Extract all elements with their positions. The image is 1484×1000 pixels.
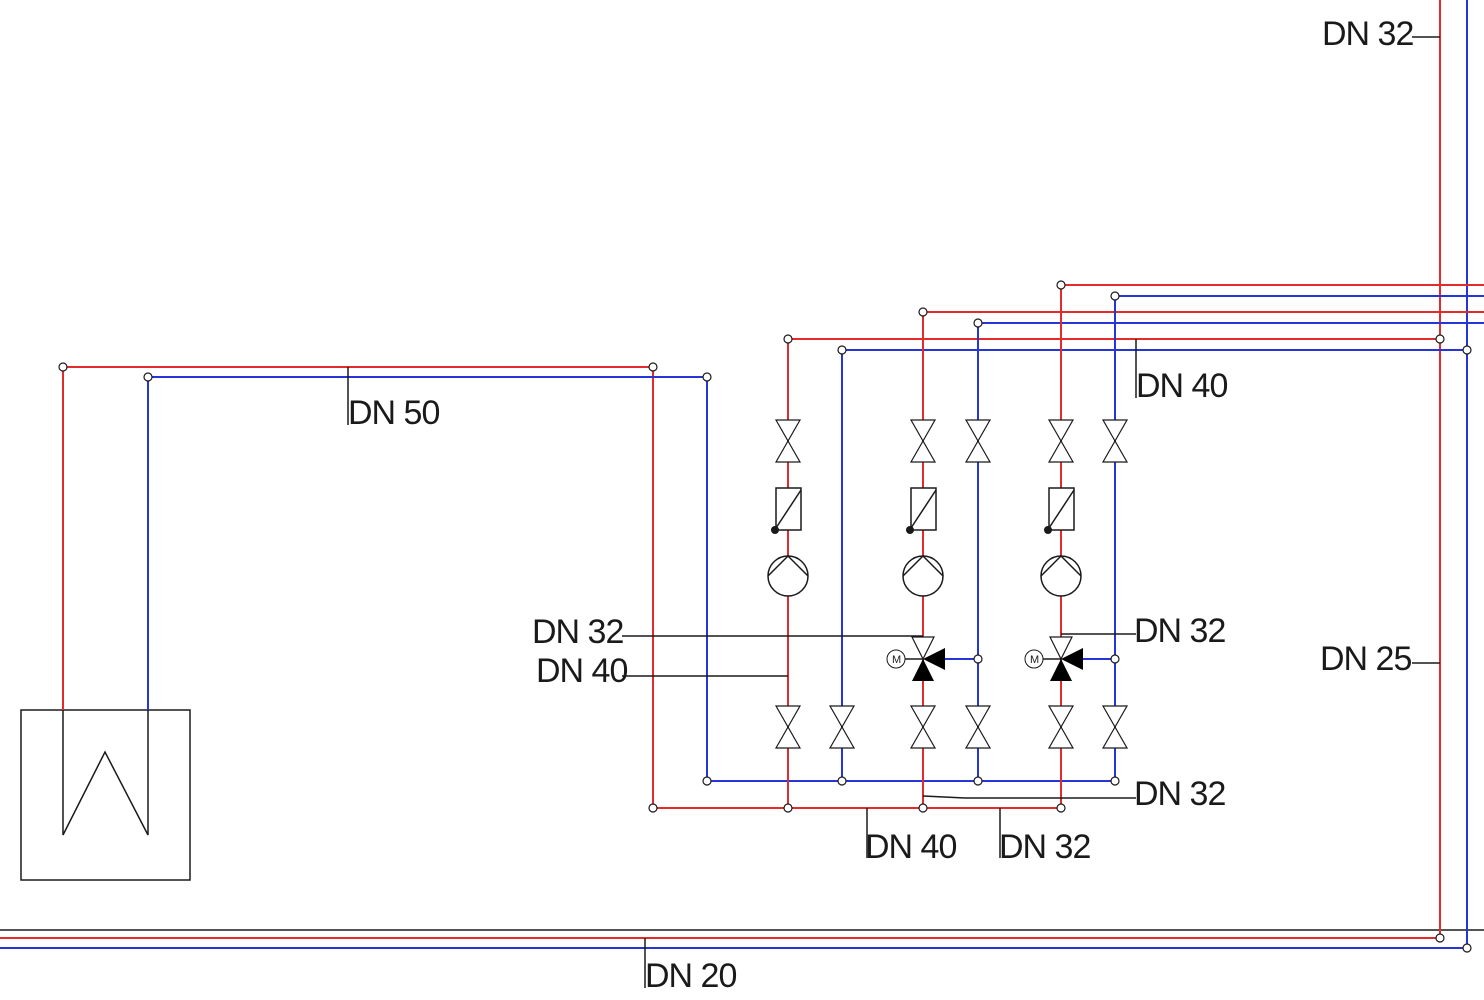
gate-valve-icon <box>828 705 856 749</box>
label-right-riser: DN 25 <box>1320 640 1411 678</box>
gate-valve-icon <box>774 705 802 749</box>
filter-icon <box>771 487 802 534</box>
gate-valve-icon <box>774 419 802 463</box>
gate-valve-icon <box>964 705 992 749</box>
gate-valve-icon <box>1101 419 1129 463</box>
gate-valve-icon <box>1047 705 1075 749</box>
pump-icon <box>902 554 944 597</box>
gate-valve-icon <box>1047 419 1075 463</box>
pump-icon <box>1040 554 1082 597</box>
filter-icon <box>906 487 937 534</box>
gate-valve-icon <box>909 705 937 749</box>
bottom-main-pipes <box>0 929 1484 949</box>
filter-icon <box>1044 487 1075 534</box>
right-risers <box>1439 0 1468 948</box>
label-boiler-main: DN 50 <box>348 394 439 432</box>
label-bottom-right-manifold: DN 32 <box>1134 775 1225 813</box>
label-left-branch-lower: DN 40 <box>536 652 627 690</box>
circuit-verticals <box>787 285 1116 808</box>
boiler-icon <box>20 709 191 881</box>
filters <box>771 487 1075 534</box>
label-bottom-manifold-left: DN 40 <box>865 828 956 866</box>
dimension-labels: DN 32 DN 50 DN 40 DN 32 DN 40 DN 32 DN 2… <box>348 15 1414 995</box>
connection-nodes <box>58 280 1472 953</box>
leader-lines <box>347 36 1440 988</box>
label-upper-manifold: DN 40 <box>1136 367 1227 405</box>
mixing-valves: M M <box>886 636 1083 681</box>
gate-valve-icon <box>964 419 992 463</box>
label-bottom-main: DN 20 <box>645 957 736 995</box>
label-bottom-manifold-right: DN 32 <box>999 828 1090 866</box>
motor-letter: M <box>1030 654 1039 666</box>
gate-valve-icon <box>1101 705 1129 749</box>
motorized-three-way-valve-icon: M <box>886 636 945 681</box>
label-top-right-riser: DN 32 <box>1322 15 1413 53</box>
motor-letter: M <box>892 654 901 666</box>
gate-valve-icon <box>909 419 937 463</box>
label-right-branch-upper: DN 32 <box>1134 612 1225 650</box>
gate-valves <box>774 419 1129 749</box>
pumps <box>767 554 1082 597</box>
label-left-branch-upper: DN 32 <box>532 613 623 651</box>
boiler-mains <box>62 366 1115 809</box>
pump-icon <box>767 554 809 597</box>
motorized-three-way-valve-icon: M <box>1024 636 1083 681</box>
